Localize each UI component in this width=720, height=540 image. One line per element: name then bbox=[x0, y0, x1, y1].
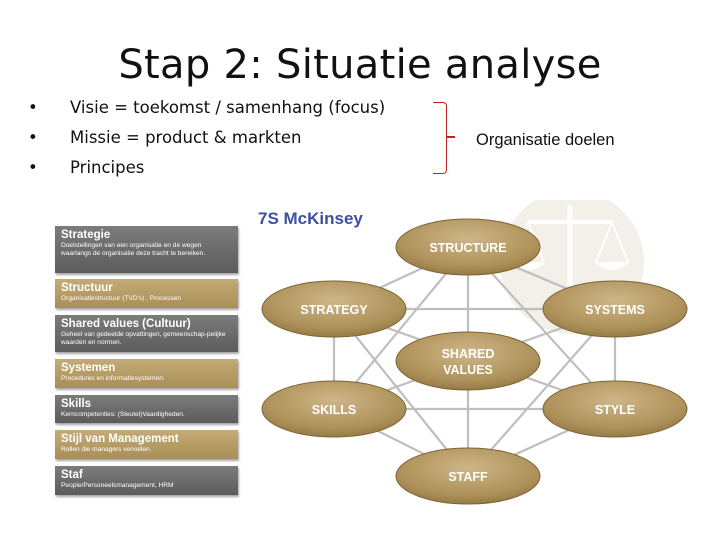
node-label: SYSTEMS bbox=[585, 303, 645, 317]
node-label: VALUES bbox=[443, 363, 493, 377]
legend-description: Rollen die managers vervullen. bbox=[61, 446, 152, 453]
node-staff: STAFF bbox=[395, 447, 541, 505]
legend-heading: Skills bbox=[61, 398, 92, 410]
bullet-text: Visie = toekomst / samenhang (focus) bbox=[70, 98, 386, 117]
bullet-dot: • bbox=[28, 128, 38, 147]
bullet-item: • Visie = toekomst / samenhang (focus) bbox=[28, 98, 385, 128]
organisation-goals-label: Organisatie doelen bbox=[476, 131, 615, 149]
node-style: STYLE bbox=[542, 380, 688, 438]
legend-shared-values: Shared values (Cultuur) Geheel van gedee… bbox=[55, 315, 238, 352]
node-structure: STRUCTURE bbox=[395, 218, 541, 276]
brace-tick bbox=[447, 136, 455, 138]
legend-heading: Systemen bbox=[61, 362, 116, 374]
seven-s-legend: Strategie Doelstellingen van een organis… bbox=[55, 226, 238, 495]
legend-heading: Structuur bbox=[61, 282, 113, 294]
legend-structure: Structuur Organisatiestructuur (TVD's) ,… bbox=[55, 279, 238, 308]
node-shared-values: SHARED VALUES bbox=[395, 331, 541, 391]
node-label: SHARED bbox=[442, 347, 495, 361]
bullet-text: Missie = product & markten bbox=[70, 128, 302, 147]
legend-description: Kerncompetenties: (Sleutel)Vaardigheden. bbox=[61, 411, 185, 418]
bullet-list: • Visie = toekomst / samenhang (focus) • M… bbox=[28, 98, 385, 188]
legend-description: Organisatiestructuur (TVD's) , Processen bbox=[61, 295, 181, 302]
legend-heading: Shared values (Cultuur) bbox=[61, 318, 191, 330]
legend-description: People/Personeelsmanagement, HRM bbox=[61, 482, 174, 489]
legend-description: Doelstellingen van een organisatie en de… bbox=[61, 242, 206, 257]
bullet-dot: • bbox=[28, 158, 38, 177]
legend-heading: Staf bbox=[61, 469, 83, 481]
seven-s-diagram: 7S McKinsey STRUCTURE STRATEGY SYSTEMS S… bbox=[258, 200, 688, 505]
legend-description: Geheel van gedeelde opvattingen, gemeens… bbox=[61, 331, 226, 346]
node-systems: SYSTEMS bbox=[542, 280, 688, 338]
node-strategy: STRATEGY bbox=[261, 280, 407, 338]
legend-heading: Stijl van Management bbox=[61, 433, 179, 445]
model-title: 7S McKinsey bbox=[258, 209, 363, 228]
node-label: STRUCTURE bbox=[429, 241, 506, 255]
legend-description: Procedures en informatiesystemen. bbox=[61, 375, 165, 382]
node-label: STRATEGY bbox=[300, 303, 368, 317]
slide-title: Stap 2: Situatie analyse bbox=[118, 42, 602, 88]
brace-connector bbox=[433, 102, 447, 174]
bullet-text: Principes bbox=[70, 158, 145, 177]
legend-staff: Staf People/Personeelsmanagement, HRM bbox=[55, 466, 238, 495]
node-label: STYLE bbox=[595, 403, 635, 417]
node-skills: SKILLS bbox=[261, 380, 407, 438]
bullet-item: • Principes bbox=[28, 158, 385, 188]
legend-systems: Systemen Procedures en informatiesysteme… bbox=[55, 359, 238, 388]
node-label: STAFF bbox=[448, 470, 488, 484]
legend-heading: Strategie bbox=[61, 229, 111, 241]
node-label: SKILLS bbox=[312, 403, 356, 417]
bullet-item: • Missie = product & markten bbox=[28, 128, 385, 158]
legend-skills: Skills Kerncompetenties: (Sleutel)Vaardi… bbox=[55, 395, 238, 423]
bullet-dot: • bbox=[28, 98, 38, 117]
legend-strategy: Strategie Doelstellingen van een organis… bbox=[55, 226, 238, 273]
legend-style: Stijl van Management Rollen die managers… bbox=[55, 430, 238, 459]
